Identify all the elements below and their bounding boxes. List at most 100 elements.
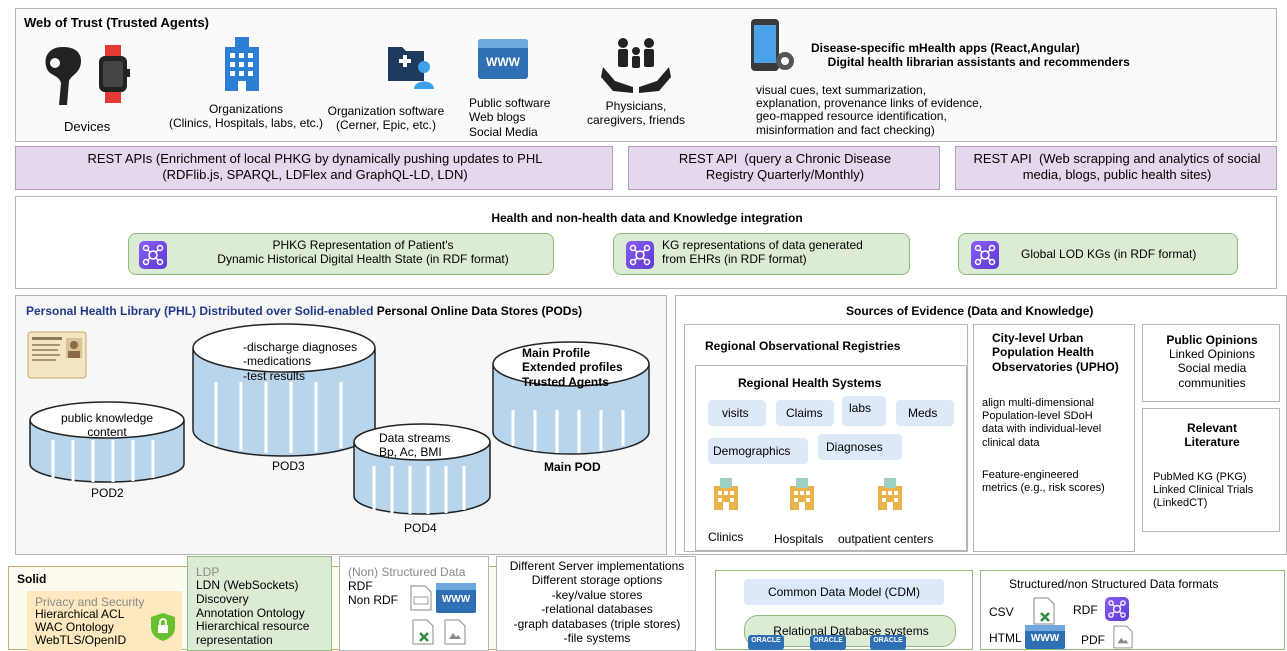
pod4-cylinder [353,423,491,515]
regional-health-box: Regional Health Systems visits Claims la… [695,365,967,551]
org-software-label: Organization software (Cerner, Epic, etc… [327,104,445,133]
relevant-literature-box: Relevant Literature PubMed KG (PKG) Link… [1142,408,1280,532]
oracle-db-icon: ORACLE [870,635,906,650]
pod2-content: public knowledge content [60,411,154,440]
ehr-kg-box: KG representations of data generated fro… [613,233,910,275]
rest-api-web-box: REST API (Web scrapping and analytics of… [955,146,1277,190]
www-browser-icon: WWW [478,39,528,79]
cdm-panel: Common Data Model (CDM) Relational Datab… [715,570,973,650]
privacy-items: Hierarchical ACL WAC Ontology WebTLS/Ope… [35,607,127,648]
pod3-content: -discharge diagnoses -medications -test … [243,340,358,383]
phkg-representation-text: PHKG Representation of Patient's Dynamic… [217,238,509,267]
ldp-items: LDN (WebSockets) Discovery Annotation On… [196,578,310,648]
id-card-icon [27,331,87,379]
oracle-db-icon: ORACLE [748,635,784,650]
lock-shield-icon [151,613,175,641]
tag-diagnoses: Diagnoses [818,434,902,460]
tag-visits: visits [708,400,766,426]
regional-registries-box: Regional Observational Registries Region… [684,324,968,552]
oracle-db-icon: ORACLE [810,635,846,650]
upho-text-2: Feature-engineered metrics (e.g., risk s… [982,469,1105,495]
main-pod-label: Main POD [544,460,601,474]
pod3-cylinder [192,323,376,457]
tag-meds: Meds [896,400,954,426]
solid-panel: Solid Privacy and Security Hierarchical … [8,556,696,651]
phkg-representation-box: PHKG Representation of Patient's Dynamic… [128,233,554,275]
cdm-title: Common Data Model (CDM) [767,585,921,599]
bluetooth-earpiece-icon [45,47,81,105]
knowledge-graph-icon [971,241,999,269]
web-of-trust-panel: Web of Trust (Trusted Agents) Devices Or… [15,8,1277,142]
rest-api-phl-box: REST APIs (Enrichment of local PHKG by d… [15,146,613,190]
relevant-literature-title: Relevant Literature [1184,421,1240,450]
main-pod-cylinder [492,341,650,455]
hospital-building-icon [790,478,814,510]
ehr-kg-text: KG representations of data generated fro… [662,238,863,267]
medical-folder-person-icon [388,47,434,89]
global-lod-box: Global LOD KGs (in RDF format) [958,233,1238,275]
physicians-label: Physicians, caregivers, friends [586,99,686,128]
structured-data-box: (Non) Structured Data RDF Non RDF WWW [339,556,489,651]
mhealth-apps-label: Disease-specific mHealth apps (React,Ang… [811,41,1130,70]
mobile-app-gear-icon [751,19,794,71]
tag-demographics: Demographics [708,438,808,464]
knowledge-graph-icon [139,241,167,269]
public-opinions-title: Public Opinions [1166,333,1258,347]
ldp-box: LDP LDN (WebSockets) Discovery Annotatio… [187,556,332,651]
global-lod-text: Global LOD KGs (in RDF format) [1021,247,1197,261]
privacy-security-box: Privacy and Security Hierarchical ACL WA… [27,591,182,651]
knowledge-graph-icon [626,241,654,269]
structured-title: (Non) Structured Data [348,565,466,579]
pdf-file-icon [410,585,432,611]
pdf-label: PDF [1081,633,1105,647]
csv-label: CSV [989,605,1014,619]
phl-title: Personal Health Library (PHL) Distribute… [26,304,583,318]
server-implementations-box: Different Server implementations Differe… [496,556,696,651]
building-icon [225,37,259,91]
ldp-title: LDP [196,565,220,579]
regional-registries-title: Regional Observational Registries [705,339,901,353]
hospitals-label: Hospitals [774,532,824,546]
image-file-icon [1113,625,1133,649]
www-browser-icon: WWW [436,583,476,613]
spreadsheet-file-icon [1033,597,1055,625]
public-opinions-text: Linked Opinions Social media communities [1168,347,1256,390]
pod2-label: POD2 [91,486,124,500]
tag-claims: Claims [776,400,834,426]
tag-labs: labs [842,396,886,426]
relevant-literature-text: PubMed KG (PKG) Linked Clinical Trials (… [1153,471,1254,510]
pod3-label: POD3 [272,459,305,473]
clinics-label: Clinics [708,530,744,544]
integration-title: Health and non-health data and Knowledge… [491,211,803,225]
knowledge-graph-icon [1105,597,1129,621]
regional-health-title: Regional Health Systems [738,376,882,390]
organizations-label: Organizations (Clinics, Hospitals, labs,… [168,102,324,131]
phl-panel: Personal Health Library (PHL) Distribute… [15,295,667,555]
rdb-box: Relational Database systems [744,615,956,647]
structured-items: RDF Non RDF [348,579,399,608]
rdb-label: Relational Database systems [773,624,929,638]
upho-title: City-level Urban Population Health Obser… [992,331,1119,374]
sources-panel: Sources of Evidence (Data and Knowledge)… [675,295,1287,555]
upho-text-1: align multi-dimensional Population-level… [982,397,1102,449]
spreadsheet-file-icon [412,619,434,645]
rest-api-phl-text: REST APIs (Enrichment of local PHKG by d… [87,151,543,182]
clinic-building-icon [714,478,738,510]
main-pod-content: Main Profile Extended profiles Trusted A… [522,346,623,389]
data-formats-panel: Structured/non Structured Data formats C… [980,570,1285,650]
data-formats-title: Structured/non Structured Data formats [1009,577,1219,591]
rdf-label: RDF [1073,603,1098,617]
solid-title: Solid [17,572,47,586]
www-browser-icon: WWW [1025,625,1065,649]
html-label: HTML [989,631,1022,645]
integration-panel: Health and non-health data and Knowledge… [15,196,1277,289]
public-opinions-box: Public Opinions Linked Opinions Social m… [1142,324,1280,402]
family-care-icon [601,38,671,93]
public-software-label: Public software Web blogs Social Media [469,96,551,139]
sources-title: Sources of Evidence (Data and Knowledge) [846,304,1094,318]
smartwatch-icon [99,45,130,103]
mhealth-features-text: visual cues, text summarization, explana… [756,83,983,137]
upho-box: City-level Urban Population Health Obser… [973,324,1135,552]
outpatient-label: outpatient centers [838,532,934,546]
outpatient-building-icon [878,478,902,510]
